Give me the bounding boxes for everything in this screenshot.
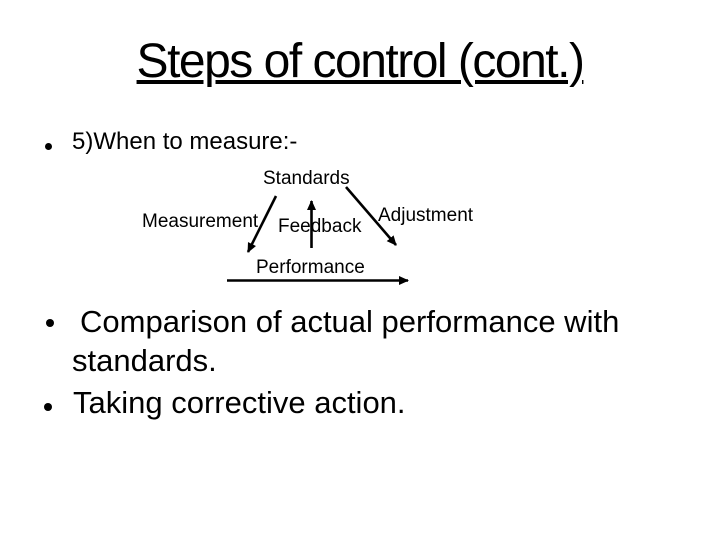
diagram-label-feedback: Feedback: [278, 216, 362, 237]
intro-bullet-text: 5)When to measure:-: [72, 128, 298, 155]
comparison-bullet-line2: standards.: [72, 343, 217, 378]
comparison-bullet-line1: Comparison of actual performance with: [80, 304, 620, 339]
bullet-dot-icon: [46, 319, 54, 327]
comparison-bullet-text: Comparison of actual performance with st…: [72, 302, 619, 380]
bullet-dot-icon: [44, 403, 52, 411]
diagram-label-measurement: Measurement: [142, 211, 259, 232]
slide-title: Steps of control (cont.): [136, 35, 585, 88]
diagram-label-standards: Standards: [263, 168, 350, 189]
diagram-label-performance: Performance: [256, 257, 365, 278]
bullet-dot-icon: [45, 143, 52, 150]
diagram-label-adjustment: Adjustment: [378, 205, 474, 226]
taking-bullet-text: Taking corrective action.: [73, 385, 406, 420]
